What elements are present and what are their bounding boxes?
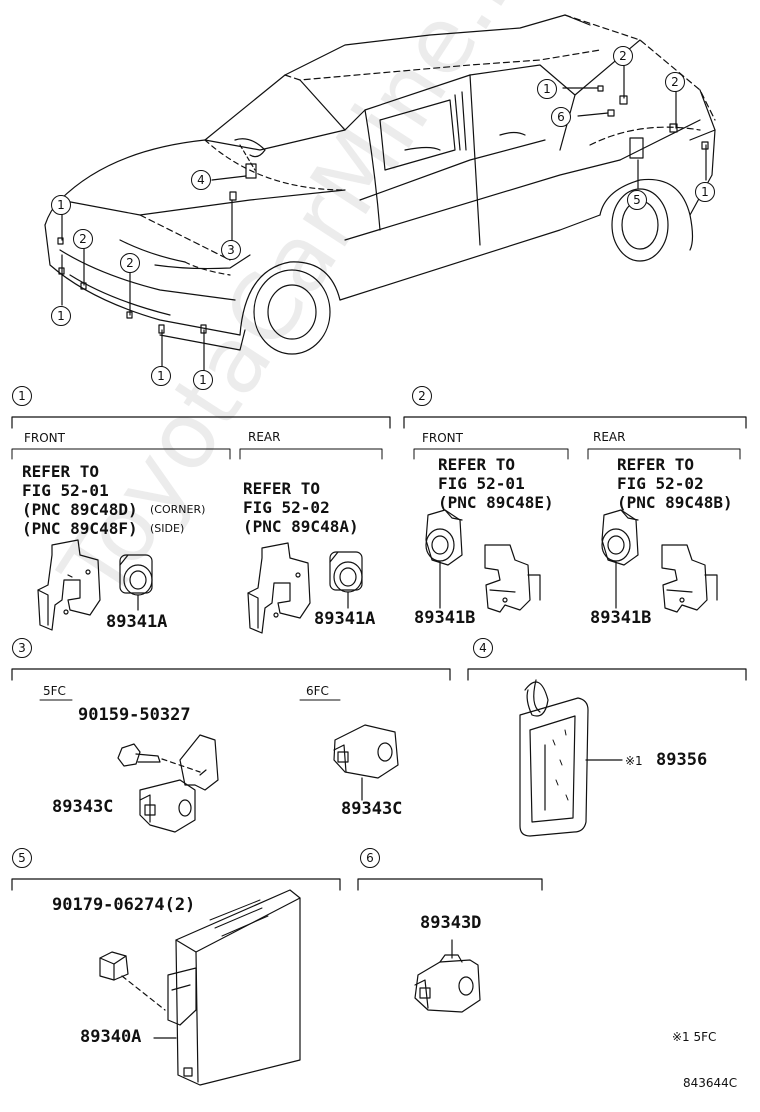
- section-4-number: 4: [473, 638, 493, 658]
- s1-front-heading: FRONT: [24, 431, 65, 445]
- section-1-number: 1: [12, 386, 32, 406]
- s2-front-part-number[interactable]: 89341B: [414, 608, 476, 628]
- callout-6[interactable]: 6: [551, 107, 571, 127]
- s1-front-refer[interactable]: REFER TO FIG 52-01 (PNC 89C48D) (PNC 89C…: [22, 462, 138, 538]
- s5-clip-part-number[interactable]: 90179-06274(2): [52, 895, 196, 915]
- callout-3[interactable]: 3: [221, 240, 241, 260]
- callout-1[interactable]: 1: [51, 195, 71, 215]
- callout-1[interactable]: 1: [51, 306, 71, 326]
- callout-4[interactable]: 4: [191, 170, 211, 190]
- s2-rear-refer[interactable]: REFER TO FIG 52-02 (PNC 89C48B): [617, 455, 733, 512]
- section-brackets: [11, 416, 747, 891]
- callout-2[interactable]: 2: [613, 46, 633, 66]
- s3-bolt-part-number[interactable]: 90159-50327: [78, 705, 191, 725]
- callout-1[interactable]: 1: [537, 79, 557, 99]
- s5-clip: [99, 951, 166, 1011]
- s3-right-part-number[interactable]: 89343C: [341, 799, 403, 819]
- s1-front-side-note: (SIDE): [150, 522, 185, 535]
- s4-sensor: [519, 679, 623, 837]
- s1-rear-part-number[interactable]: 89341A: [314, 609, 376, 629]
- s6-part-number[interactable]: 89343D: [420, 913, 482, 933]
- s1-rear-bracket: [247, 542, 311, 634]
- section-3-number: 3: [12, 638, 32, 658]
- s5-ecu-part-number[interactable]: 89340A: [80, 1027, 142, 1047]
- s5-ecu: [153, 889, 301, 1086]
- s3-left-part-number[interactable]: 89343C: [52, 797, 114, 817]
- s1-rear-refer[interactable]: REFER TO FIG 52-02 (PNC 89C48A): [243, 479, 359, 536]
- s3-5fc-heading: 5FC: [43, 684, 66, 698]
- s1-front-bracket: [37, 539, 101, 631]
- callout-1[interactable]: 1: [151, 366, 171, 386]
- s4-note-mark: ※1: [625, 754, 643, 768]
- s3-sensor-left: [139, 734, 219, 833]
- callout-2[interactable]: 2: [665, 72, 685, 92]
- callout-2[interactable]: 2: [73, 229, 93, 249]
- section-2-number: 2: [412, 386, 432, 406]
- s6-sensor: [414, 939, 481, 1013]
- s2-rear-heading: REAR: [593, 430, 626, 444]
- s2-front-heading: FRONT: [422, 431, 463, 445]
- s1-front-part-number[interactable]: 89341A: [106, 612, 168, 632]
- s2-front-bracket: [484, 544, 541, 613]
- callout-1[interactable]: 1: [695, 182, 715, 202]
- callout-2[interactable]: 2: [120, 253, 140, 273]
- s3-6fc-heading: 6FC: [306, 684, 329, 698]
- s1-front-corner-note: (CORNER): [150, 503, 206, 516]
- s1-rear-sensor: [329, 551, 363, 609]
- s2-front-refer[interactable]: REFER TO FIG 52-01 (PNC 89C48E): [438, 455, 554, 512]
- s4-part-number[interactable]: 89356: [656, 750, 708, 770]
- s3-sensor-right: [333, 724, 399, 801]
- s3-bolt: [117, 743, 201, 773]
- footnote: ※1 5FC: [672, 1030, 717, 1044]
- s1-rear-heading: REAR: [248, 430, 281, 444]
- car-illustration: [44, 14, 716, 371]
- callout-1[interactable]: 1: [193, 370, 213, 390]
- s2-rear-part-number[interactable]: 89341B: [590, 608, 652, 628]
- s2-front-sensor: [425, 509, 463, 609]
- section-6-number: 6: [360, 848, 380, 868]
- drawing-code: 843644C: [683, 1076, 738, 1090]
- callout-5[interactable]: 5: [627, 190, 647, 210]
- s1-front-sensor: [119, 554, 153, 611]
- section-5-number: 5: [12, 848, 32, 868]
- s2-rear-sensor: [601, 509, 639, 609]
- s2-rear-bracket: [661, 544, 718, 613]
